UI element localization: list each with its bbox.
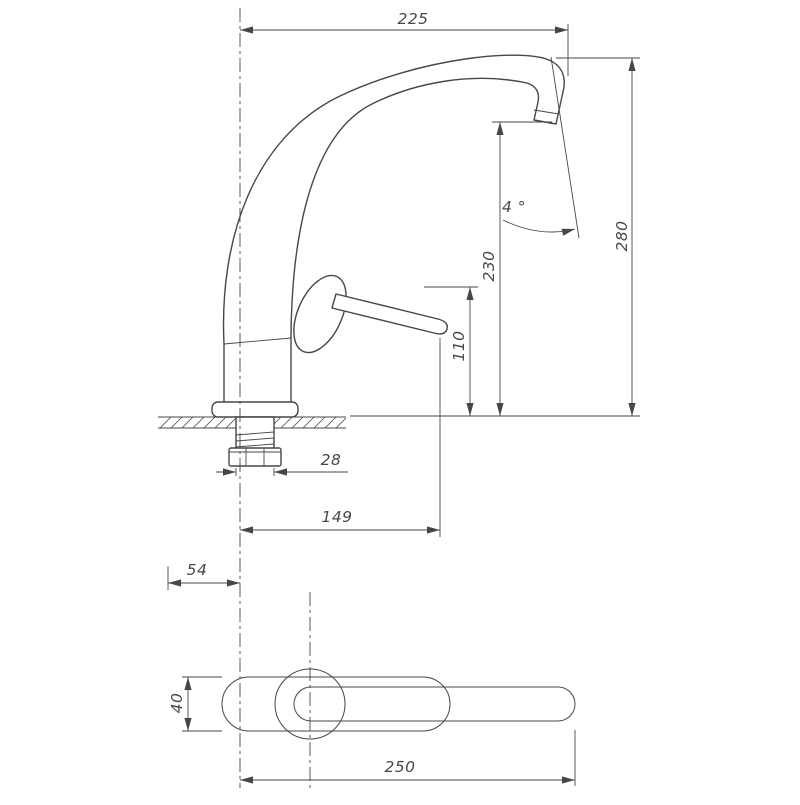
dim-225: 225 <box>240 10 569 76</box>
dim-label-280: 280 <box>613 220 631 251</box>
dim-149: 149 <box>240 338 441 537</box>
dim-label-angle: 4 ° <box>502 198 526 216</box>
dim-label-40: 40 <box>168 693 186 714</box>
dim-28: 28 <box>216 451 348 476</box>
dim-label-149: 149 <box>321 508 352 526</box>
top-view-body-circle <box>274 668 346 740</box>
dim-label-28: 28 <box>321 451 342 469</box>
dim-label-230: 230 <box>480 250 498 281</box>
dim-250: 250 <box>240 730 576 786</box>
handle-cap <box>293 274 347 354</box>
angle-reference-line <box>550 56 580 239</box>
faucet-body-outline <box>222 54 565 407</box>
dim-110: 110 <box>424 286 478 416</box>
dim-label-54: 54 <box>187 561 208 579</box>
side-view <box>158 54 565 467</box>
mounting-nut <box>228 447 282 467</box>
dim-280: 280 <box>350 57 640 417</box>
dimensions: 225 280 230 110 4 ° <box>167 10 640 786</box>
dim-54: 54 <box>167 561 240 590</box>
handle-lever <box>331 293 448 335</box>
dim-label-110: 110 <box>450 330 468 361</box>
dim-40: 40 <box>168 676 222 732</box>
top-view-handle-outline <box>221 676 451 732</box>
dim-label-225: 225 <box>397 10 428 28</box>
top-view <box>221 668 576 740</box>
base-flange <box>211 401 299 418</box>
dim-230: 230 <box>480 121 552 416</box>
thread-lines <box>235 431 275 448</box>
dim-label-250: 250 <box>384 758 415 776</box>
top-view-spout-outline <box>293 686 576 722</box>
body-joint-line <box>223 337 292 345</box>
aerator-line <box>533 109 560 115</box>
centerlines <box>239 8 311 792</box>
angle-arc <box>502 219 576 236</box>
nut-body <box>228 447 282 467</box>
dim-angle: 4 ° <box>502 56 580 239</box>
